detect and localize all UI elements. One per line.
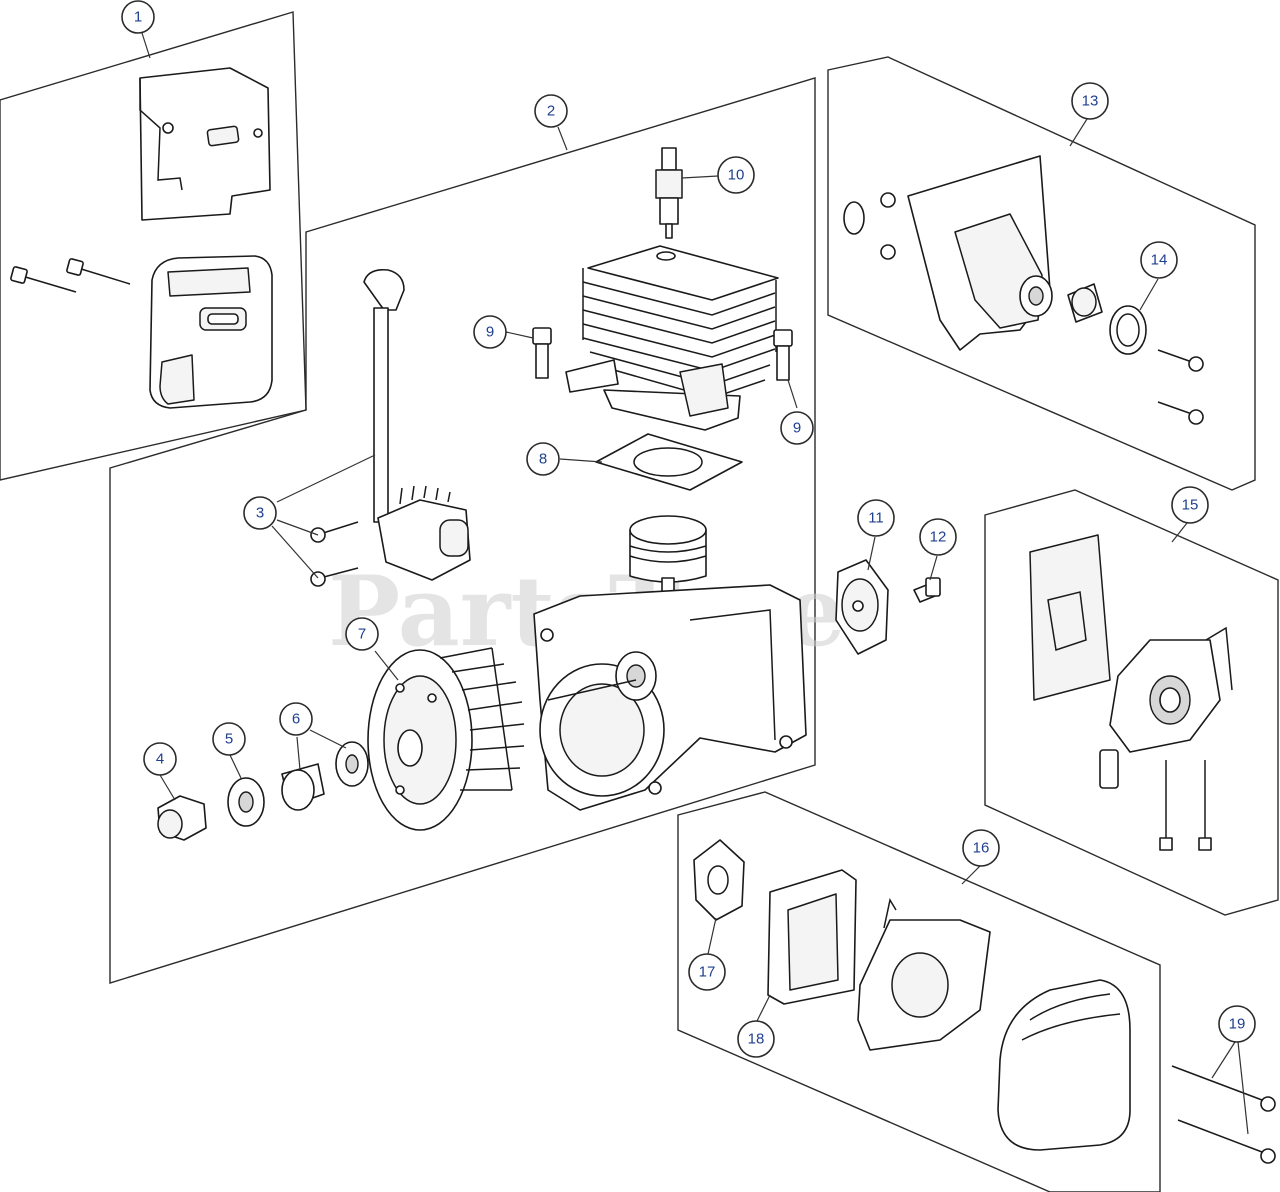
intake-screw-top — [1157, 349, 1204, 372]
spark-plug — [655, 147, 683, 239]
muffler-heat-shield — [139, 67, 271, 221]
cylinder-screw-left — [532, 327, 552, 379]
leader-lines — [141, 32, 1249, 1135]
flywheel-washer — [227, 777, 265, 827]
flywheel — [367, 647, 525, 831]
callout-9-right-label: 9 — [793, 420, 801, 437]
callout-11-label: 11 — [868, 510, 884, 527]
callout-15-label: 15 — [1182, 497, 1199, 514]
callout-9-left: 9 — [473, 315, 507, 349]
callout-8: 8 — [526, 442, 560, 476]
callout-15: 15 — [1171, 486, 1209, 524]
callout-14: 14 — [1140, 241, 1178, 279]
ignition-module — [363, 268, 471, 581]
callout-9-right: 9 — [780, 411, 814, 445]
air-box-gasket — [693, 839, 745, 921]
carburetor-gasket — [1029, 534, 1111, 701]
callout-10-label: 10 — [728, 167, 745, 184]
carburetor-insulator — [843, 155, 1053, 351]
flywheel-spacer — [281, 763, 325, 811]
ignition-screw-bottom — [310, 567, 359, 587]
callout-4: 4 — [143, 742, 177, 776]
air-filter-element — [767, 869, 857, 1005]
callout-2: 2 — [534, 94, 568, 128]
callout-5-label: 5 — [225, 731, 233, 748]
muffler-screw-right — [66, 258, 131, 285]
muffler-body — [149, 255, 273, 409]
panel-air-filter-group — [677, 791, 1161, 1192]
callout-8-label: 8 — [539, 451, 547, 468]
callout-7: 7 — [345, 617, 379, 651]
intake-gasket — [1109, 305, 1147, 355]
cylinder-gasket — [595, 433, 743, 491]
air-filter-cover — [997, 979, 1131, 1151]
air-filter-screw-bottom — [1177, 1119, 1276, 1164]
callout-19-label: 19 — [1229, 1016, 1246, 1033]
carburetor-screw-right — [1198, 760, 1212, 851]
callout-6: 6 — [279, 702, 313, 736]
muffler-screw-left — [10, 266, 77, 293]
callout-2-label: 2 — [547, 103, 555, 120]
panel-carburetor-group — [984, 489, 1279, 916]
callout-12: 12 — [919, 518, 957, 556]
callout-4-label: 4 — [156, 751, 164, 768]
crankcase — [533, 584, 807, 811]
intake-screw-bottom — [1157, 401, 1204, 425]
starter-pulley — [835, 559, 889, 655]
callout-16-label: 16 — [973, 840, 990, 857]
carburetor — [1099, 626, 1233, 789]
callout-6-label: 6 — [292, 711, 300, 728]
panel-engine-group — [109, 77, 816, 984]
cylinder — [565, 245, 779, 431]
callout-13: 13 — [1071, 82, 1109, 120]
air-filter-screw-top — [1171, 1065, 1276, 1112]
callout-17: 17 — [688, 953, 726, 991]
callout-16: 16 — [962, 829, 1000, 867]
callout-12-label: 12 — [930, 529, 947, 546]
callout-11: 11 — [857, 499, 895, 537]
callout-18-label: 18 — [748, 1031, 765, 1048]
cylinder-screw-right — [773, 329, 793, 381]
intake-fitting — [1067, 283, 1103, 323]
ignition-screw-top — [310, 521, 359, 543]
callout-14-label: 14 — [1151, 252, 1168, 269]
panel-carburetor-adapter-group — [827, 56, 1256, 491]
callout-5: 5 — [212, 722, 246, 756]
callout-13-label: 13 — [1082, 93, 1099, 110]
callout-3: 3 — [243, 496, 277, 530]
callout-1: 1 — [121, 0, 155, 34]
callout-18: 18 — [737, 1020, 775, 1058]
callout-17-label: 17 — [699, 964, 716, 981]
flywheel-thrust-washer — [335, 741, 369, 787]
callout-10: 10 — [717, 156, 755, 194]
flywheel-nut — [157, 795, 207, 841]
callout-3-label: 3 — [256, 505, 264, 522]
pulley-stud — [913, 577, 941, 603]
callout-19: 19 — [1218, 1005, 1256, 1043]
carburetor-screw-left — [1159, 760, 1173, 851]
air-filter-base — [857, 897, 991, 1051]
callout-1-label: 1 — [134, 9, 142, 26]
callout-9-left-label: 9 — [486, 324, 494, 341]
callout-7-label: 7 — [358, 626, 366, 643]
